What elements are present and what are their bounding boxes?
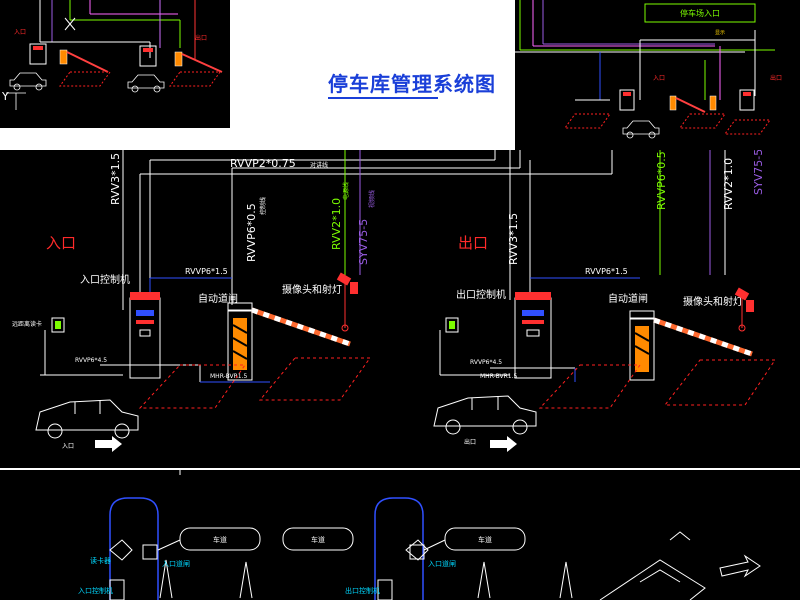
cable-rvvp2: RVVP2*0.75 <box>230 157 296 170</box>
entrance-car <box>35 399 139 439</box>
entrance-controller <box>129 292 161 379</box>
exit-camera <box>734 287 754 332</box>
cable-rvvp6-note: 控制线 <box>259 197 267 215</box>
cable-rvvp6-45-exit: RVVP6*4.5 <box>470 359 502 366</box>
top-left-drawing: 入口 出口 Y <box>0 0 230 128</box>
cable-mhr-entry: MHR-BVR1.5 <box>210 373 247 380</box>
cable-rvv3-entry: RVV3*1.5 <box>109 153 122 205</box>
entrance-reader-label: 远距离读卡 <box>12 320 42 328</box>
bottom-exit-controller-label: 出口控制机 <box>345 586 380 595</box>
entrance-controller-label: 入口控制机 <box>80 273 130 286</box>
exit-barrier-label: 自动道闸 <box>608 292 648 305</box>
bottom-reader-label: 读卡器 <box>90 556 111 565</box>
cable-rvvp2-note: 对讲线 <box>310 161 328 169</box>
bottom-plan-view: 车道 车道 车道 读卡器 入口道闸 入口控制机 入口道闸 出口控制机 <box>0 470 800 600</box>
exit-camera-label: 摄像头和射灯 <box>683 295 743 308</box>
bottom-entry-gate-label: 入口道闸 <box>162 559 190 568</box>
top-right-sign: 停车场入口 <box>680 8 720 18</box>
entrance-label: 入口 <box>46 234 76 252</box>
axis-label: Y <box>1 90 9 103</box>
svg-text:入口: 入口 <box>14 29 26 36</box>
title-underline <box>328 97 438 99</box>
bottom-lane-2: 车道 <box>311 535 325 544</box>
bottom-entry-controller-label: 入口控制机 <box>78 586 113 595</box>
cable-rvv2-entry: RVV2*1.0 <box>330 198 343 250</box>
entrance-card-reader <box>40 317 65 376</box>
cable-rvvp6-entry: RVVP6*0.5 <box>245 203 258 262</box>
cable-rvvp6-15-entry: RVVP6*1.5 <box>185 267 228 276</box>
exit-barrier <box>629 310 753 381</box>
exit-loop-zones <box>538 359 776 409</box>
cable-rvv2-exit: RVV2*1.0 <box>722 158 735 210</box>
svg-text:显示: 显示 <box>715 30 725 36</box>
cable-syv-note: 视频线 <box>368 190 376 208</box>
svg-text:入口: 入口 <box>653 75 665 82</box>
top-right-drawing: 停车场入口 显示 入口 出口 <box>515 0 800 150</box>
main-diagram: RVV3*1.5 RVVP2*0.75 对讲线 RVVP6*0.5 控制线 RV… <box>0 150 800 468</box>
cable-rvvp6-exit: RVVP6*0.5 <box>655 151 668 210</box>
exit-card-reader <box>439 317 459 375</box>
cable-syv-entry: SYV75-5 <box>357 219 370 265</box>
cable-mhr-exit: MHR-BVR1.5 <box>480 373 517 380</box>
entrance-barrier-label: 自动道闸 <box>198 292 238 305</box>
exit-car-label: 出口 <box>464 438 476 446</box>
svg-text:出口: 出口 <box>770 74 782 82</box>
entrance-arrow-icon <box>95 436 122 452</box>
page-title: 停车库管理系统图 <box>328 72 496 96</box>
entrance-camera <box>336 272 358 332</box>
entrance-car-label: 入口 <box>62 443 74 450</box>
exit-controller-label: 出口控制机 <box>456 288 506 301</box>
entrance-camera-label: 摄像头和射灯 <box>282 283 342 296</box>
cable-rvvp6-15-exit: RVVP6*1.5 <box>585 267 628 276</box>
cable-rvv2-note: 电源线 <box>342 182 350 200</box>
svg-text:出口: 出口 <box>195 34 207 42</box>
exit-car <box>433 395 537 435</box>
entrance-loop-zones <box>138 357 371 409</box>
bottom-lane-1: 车道 <box>213 535 227 544</box>
cable-syv-exit: SYV75-5 <box>752 150 765 195</box>
bottom-lane-3: 车道 <box>478 535 492 544</box>
cable-rvv3-exit: RVV3*1.5 <box>507 213 520 265</box>
cable-rvvp6-45-entry: RVVP6*4.5 <box>75 357 107 364</box>
exit-label: 出口 <box>458 234 488 252</box>
bottom-entry-gate-2-label: 入口道闸 <box>428 559 456 568</box>
exit-controller <box>514 292 552 379</box>
exit-arrow-icon <box>490 436 517 452</box>
entrance-barrier <box>227 302 351 381</box>
